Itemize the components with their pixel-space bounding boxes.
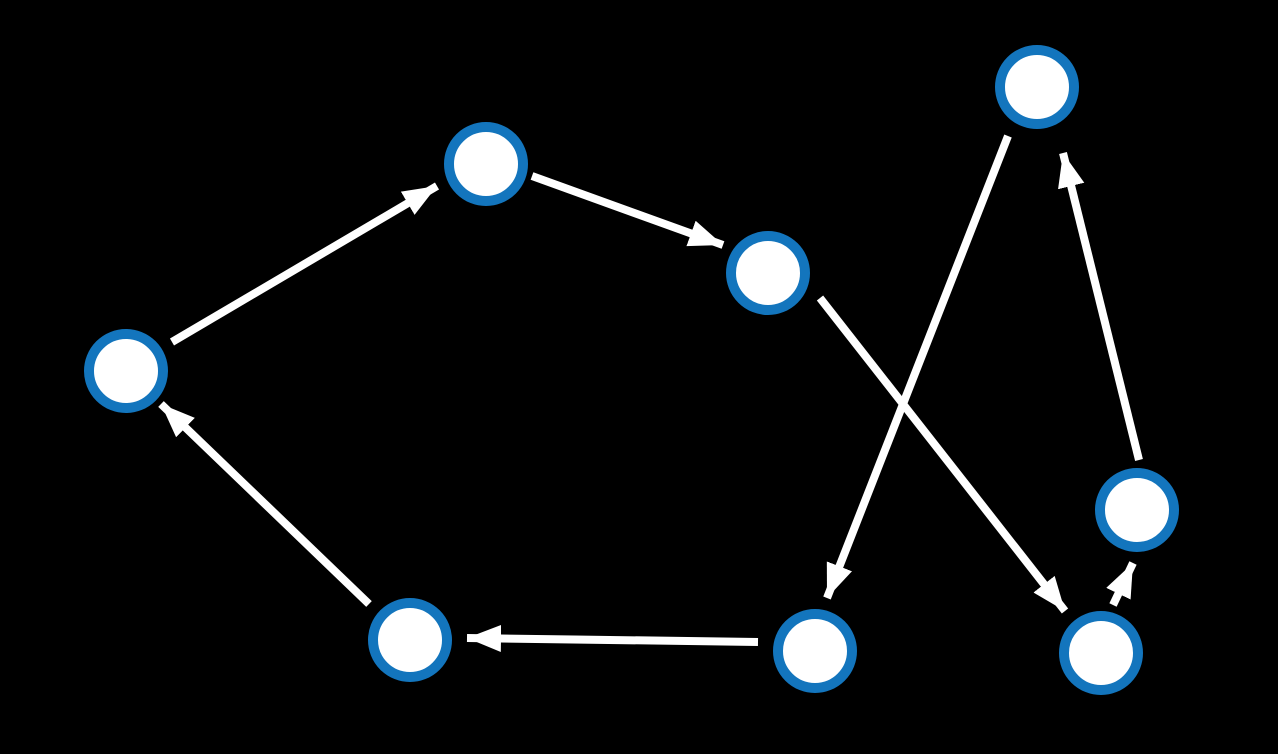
graph-edge-n2-to-n3[interactable]	[530, 172, 725, 249]
graph-edge-n6-to-n1[interactable]	[158, 401, 372, 607]
node-right-middle[interactable]	[1095, 468, 1179, 552]
graph-edge-n3-to-n8[interactable]	[816, 295, 1069, 614]
node-bottom-middle[interactable]	[773, 609, 857, 693]
graph-edge-n7-to-n6[interactable]	[466, 624, 759, 652]
graph-edge-n8-to-n5[interactable]	[1106, 561, 1137, 607]
node-left[interactable]	[84, 329, 168, 413]
edges-layer	[158, 134, 1143, 652]
graph-edge-n4-to-n7[interactable]	[823, 134, 1012, 600]
node-upper-left[interactable]	[444, 122, 528, 206]
graph-edge-n5-to-n4[interactable]	[1058, 152, 1143, 461]
node-bottom-right[interactable]	[1059, 611, 1143, 695]
nodes-layer	[84, 45, 1179, 695]
node-top-right[interactable]	[995, 45, 1079, 129]
graph-edge-n1-to-n2[interactable]	[169, 182, 440, 346]
node-upper-middle[interactable]	[726, 231, 810, 315]
node-bottom-left[interactable]	[368, 598, 452, 682]
